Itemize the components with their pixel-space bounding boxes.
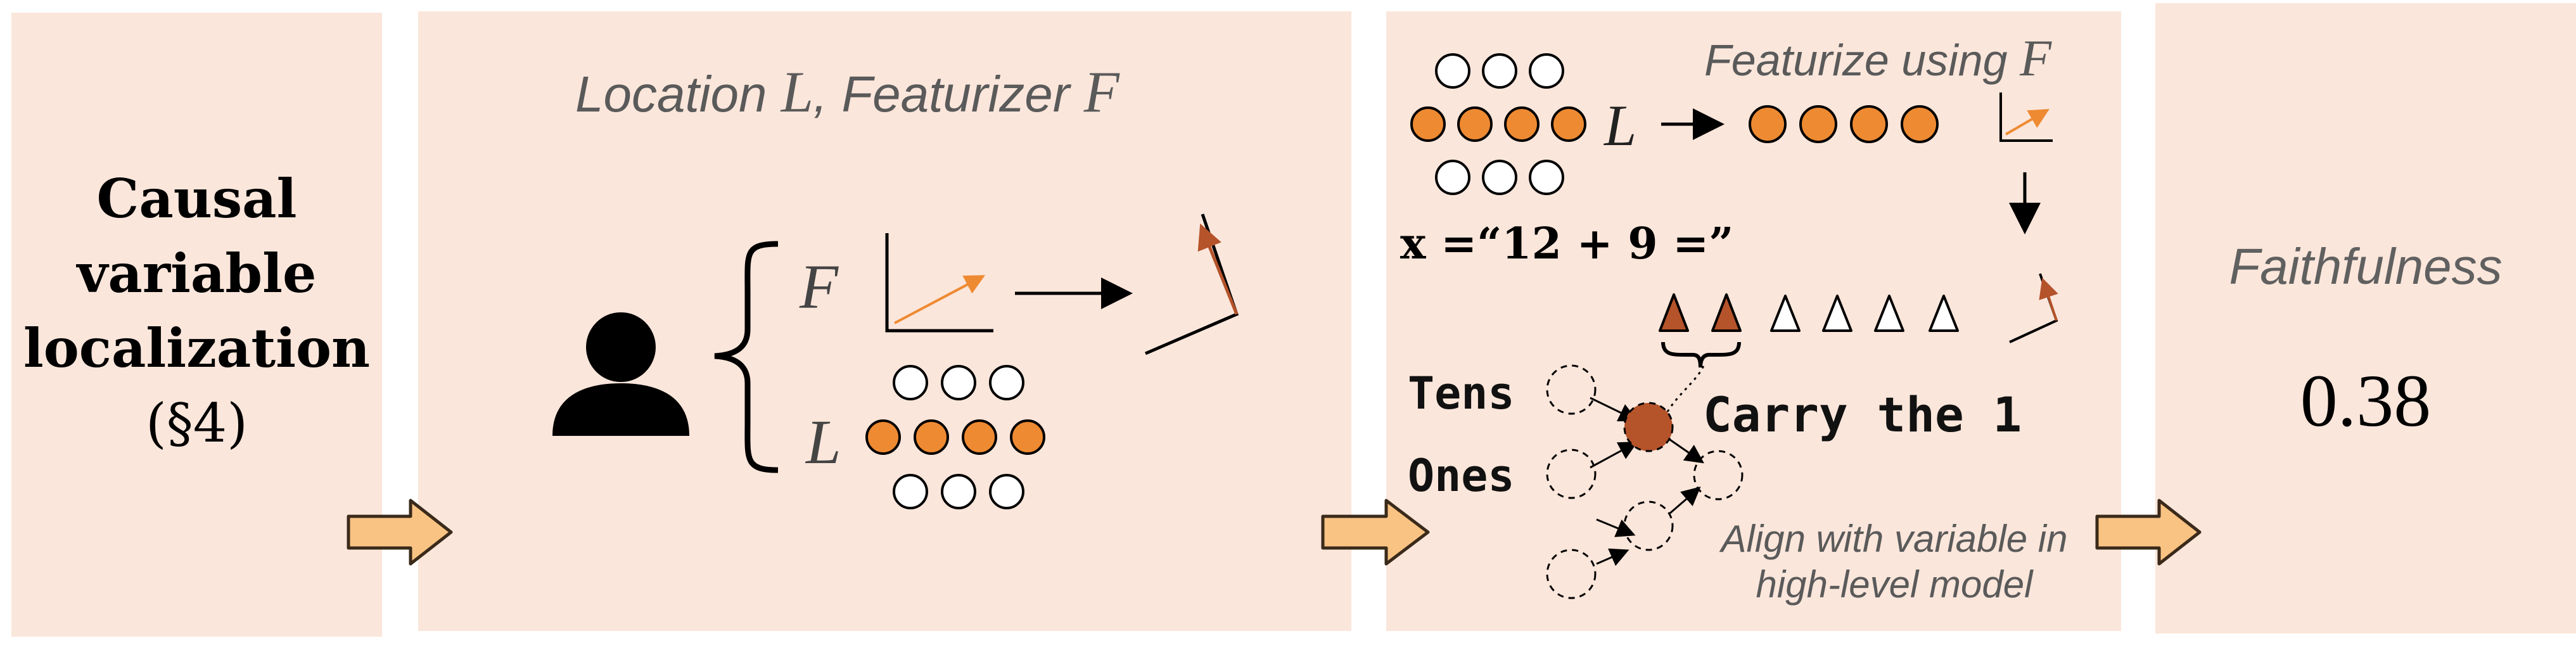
neuron-selected — [1504, 106, 1540, 142]
feature-neuron — [1799, 105, 1837, 143]
node-output — [1693, 450, 1744, 500]
node-ones — [1546, 449, 1597, 499]
panel1-title-line: variable — [77, 242, 317, 305]
input-x: x — [1400, 219, 1426, 269]
tens-label: Tens — [1408, 367, 1515, 419]
token — [1874, 295, 1904, 332]
carry-label: Carry the 1 — [1703, 386, 2022, 443]
token — [1929, 295, 1959, 332]
heading-prefix: Location — [575, 66, 781, 122]
featurize-prefix: Featurize using — [1704, 35, 2020, 85]
panel3-L-label: L — [1604, 93, 1637, 158]
neuron — [941, 365, 976, 400]
neuron — [941, 474, 976, 509]
input-expression: x =“12 + 9 =” — [1400, 219, 1733, 269]
brace-F-label: F — [800, 252, 839, 322]
block-arrow-1 — [347, 499, 453, 566]
neuron-selected — [1010, 419, 1045, 455]
neuron — [1435, 160, 1470, 195]
featurizer-axes-icon — [885, 233, 993, 333]
panel1-title: Causal variable localization (§4) — [11, 162, 382, 461]
neuron — [989, 365, 1024, 400]
align-line: Align with variable in — [1721, 518, 2068, 560]
neuron — [893, 365, 928, 400]
brace-L-label: L — [806, 407, 841, 477]
panel1-title-line: localization — [23, 317, 371, 379]
person-icon — [552, 312, 689, 436]
heading-mid: , Featurizer — [813, 66, 1084, 122]
node-carry — [1623, 402, 1674, 452]
panel3-rotated-axes-icon — [2009, 273, 2058, 343]
causal-graph — [1546, 364, 1744, 599]
feature-neuron — [1901, 105, 1939, 143]
neuron — [1482, 53, 1517, 89]
heading-L: L — [781, 60, 813, 124]
faithfulness-title: Faithfulness — [2229, 238, 2503, 295]
panel1-title-line: Causal — [96, 167, 297, 230]
node-mid — [1623, 500, 1674, 551]
neuron-selected — [962, 419, 997, 455]
panel-localization — [11, 13, 382, 637]
token-triangles — [1659, 293, 1959, 332]
panel3-neuron-grid — [1410, 53, 1586, 195]
token-highlighted — [1659, 293, 1689, 332]
panel-faithfulness — [2155, 3, 2576, 634]
align-line: high-level model — [1756, 563, 2033, 606]
neuron-selected — [914, 419, 949, 455]
token-highlighted — [1711, 293, 1742, 332]
neuron-selected — [1457, 106, 1493, 142]
panel1-title-line: (§4) — [146, 392, 248, 454]
neuron — [1435, 53, 1470, 89]
panel2-neuron-grid — [865, 365, 1045, 509]
curly-brace — [714, 241, 779, 473]
input-expr: =“12 + 9 =” — [1425, 219, 1734, 269]
neuron-selected — [1410, 106, 1446, 142]
neuron — [893, 474, 928, 509]
faithfulness-value: 0.38 — [2300, 359, 2432, 442]
block-arrow-3 — [2095, 499, 2202, 566]
neuron — [1529, 160, 1564, 195]
node-low — [1546, 549, 1597, 599]
featurize-label: Featurize using F — [1704, 29, 2051, 88]
feature-neuron — [1850, 105, 1888, 143]
rotated-axes-icon — [1145, 213, 1239, 355]
neuron — [1482, 160, 1517, 195]
heading-F: F — [1083, 60, 1119, 124]
neuron — [989, 474, 1024, 509]
feature-neuron — [1749, 105, 1787, 143]
neuron — [1529, 53, 1564, 89]
panel3-axes-icon — [1999, 92, 2053, 142]
token-brace — [1661, 341, 1741, 368]
align-label: Align with variable in high-level model — [1673, 516, 2116, 608]
neuron-selected — [1551, 106, 1586, 142]
panel2-heading: Location L, Featurizer F — [575, 58, 1119, 125]
panel-location-featurizer — [418, 11, 1351, 631]
neuron-selected — [865, 419, 901, 455]
token — [1770, 295, 1801, 332]
token — [1822, 295, 1852, 332]
featurized-neurons — [1749, 105, 1939, 143]
ones-label: Ones — [1408, 450, 1515, 502]
block-arrow-2 — [1321, 499, 1430, 566]
node-tens — [1546, 364, 1597, 415]
featurize-F: F — [2020, 29, 2052, 87]
